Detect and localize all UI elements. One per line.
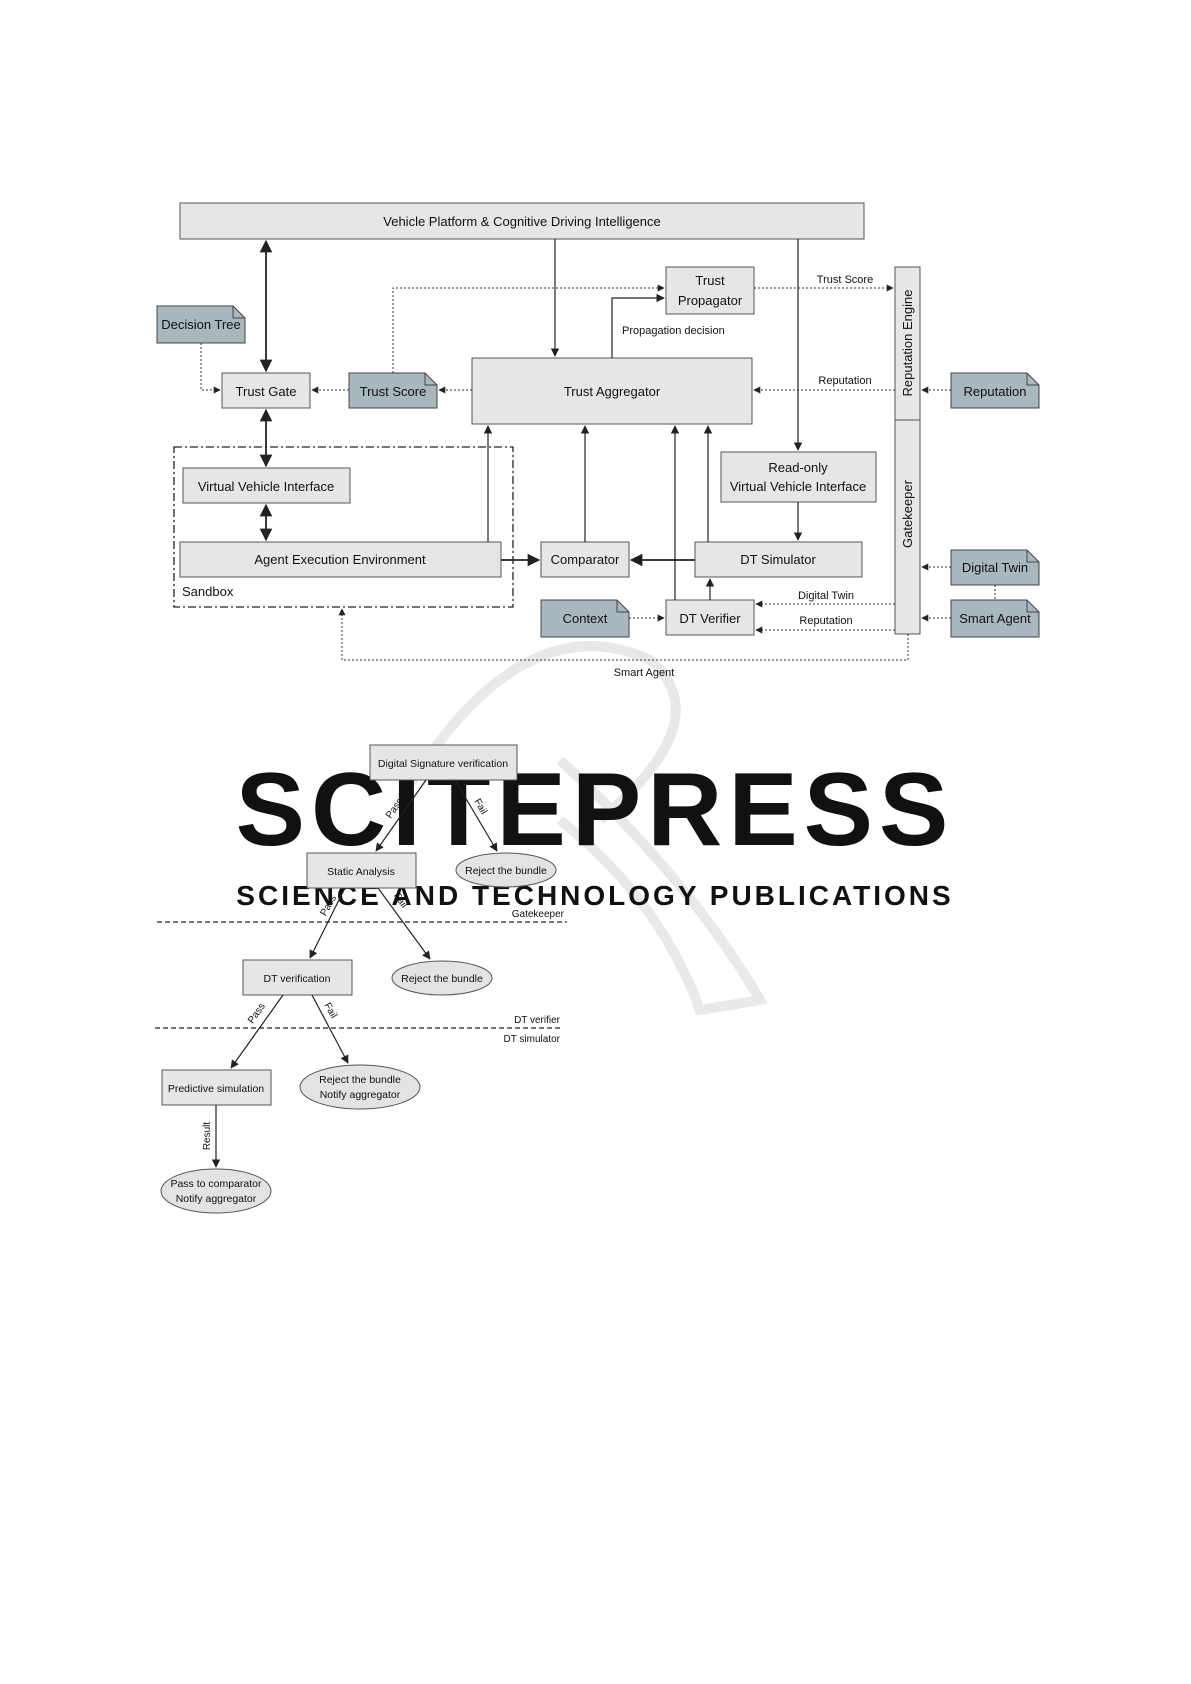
virtual-vehicle-interface-label: Virtual Vehicle Interface bbox=[198, 479, 334, 494]
decision-tree-label: Decision Tree bbox=[161, 317, 240, 332]
trust-propagator-label-2: Propagator bbox=[678, 293, 743, 308]
context-note-label: Context bbox=[563, 611, 608, 626]
dt-verifier-divider-label: DT verifier bbox=[514, 1015, 561, 1026]
digital-signature-box: Digital Signature verification bbox=[369, 744, 518, 781]
dt-simulator-divider-label: DT simulator bbox=[504, 1034, 561, 1045]
trust-gate-box: Trust Gate bbox=[221, 372, 311, 409]
trust-score-edge-label: Trust Score bbox=[817, 274, 873, 286]
reject-bundle-label-1: Reject the bundle bbox=[465, 865, 547, 877]
watermark-logo-icon bbox=[395, 641, 768, 1016]
decision-tree-note: Decision Tree bbox=[156, 305, 246, 344]
pass-comparator-oval: Pass to comparator Notify aggregator bbox=[160, 1168, 272, 1214]
agent-execution-environment-box: Agent Execution Environment bbox=[179, 541, 502, 578]
trust-propagator-label-1: Trust bbox=[695, 273, 725, 288]
reputation-engine-bar: Reputation Engine bbox=[894, 266, 921, 421]
reputation-verifier-edge-label: Reputation bbox=[799, 615, 852, 627]
architecture-diagram: Vehicle Platform & Cognitive Driving Int… bbox=[156, 202, 1040, 679]
trust-aggregator-label: Trust Aggregator bbox=[564, 384, 661, 399]
gatekeeper-divider-label: Gatekeeper bbox=[512, 909, 565, 920]
sandbox-region: Sandbox bbox=[173, 446, 514, 608]
pass-label-3: Pass bbox=[246, 1001, 268, 1026]
static-analysis-box: Static Analysis bbox=[306, 852, 417, 889]
digital-signature-label: Digital Signature verification bbox=[378, 758, 508, 770]
result-label: Result bbox=[202, 1122, 213, 1151]
predictive-simulation-box: Predictive simulation bbox=[161, 1069, 272, 1106]
reject-notify-oval: Reject the bundle Notify aggregator bbox=[299, 1064, 421, 1110]
propagation-decision-label: Propagation decision bbox=[622, 325, 725, 337]
gatekeeper-bar: Gatekeeper bbox=[894, 419, 921, 635]
dt-simulator-box: DT Simulator bbox=[694, 541, 863, 578]
digital-twin-note-label: Digital Twin bbox=[962, 560, 1028, 575]
dt-verification-label: DT verification bbox=[264, 973, 331, 985]
digital-twin-edge-label: Digital Twin bbox=[798, 590, 854, 602]
vehicle-platform-box: Vehicle Platform & Cognitive Driving Int… bbox=[179, 202, 865, 240]
pass-comparator-label-1: Pass to comparator bbox=[170, 1178, 262, 1190]
reject-bundle-label-2: Reject the bundle bbox=[401, 973, 483, 985]
smart-agent-edge-label: Smart Agent bbox=[614, 667, 675, 679]
fail-label-2: Fail bbox=[391, 891, 409, 911]
reputation-note-label: Reputation bbox=[964, 384, 1027, 399]
trust-score-label: Trust Score bbox=[360, 384, 427, 399]
architecture-connectors bbox=[200, 239, 996, 661]
reject-bundle-oval-2: Reject the bundle bbox=[391, 960, 493, 996]
agent-execution-environment-label: Agent Execution Environment bbox=[254, 552, 426, 567]
pass-comparator-label-2: Notify aggregator bbox=[176, 1193, 257, 1205]
static-analysis-label: Static Analysis bbox=[327, 866, 395, 878]
context-note: Context bbox=[540, 599, 630, 638]
comparator-box: Comparator bbox=[540, 541, 630, 578]
read-only-label-2: Virtual Vehicle Interface bbox=[730, 479, 866, 494]
reputation-engine-label: Reputation Engine bbox=[900, 290, 915, 397]
flowchart-arrows bbox=[211, 779, 498, 1168]
smart-agent-note-label: Smart Agent bbox=[959, 611, 1031, 626]
verification-flowchart: Digital Signature verification Static An… bbox=[155, 744, 567, 1214]
comparator-label: Comparator bbox=[551, 552, 620, 567]
reject-bundle-oval-1: Reject the bundle bbox=[455, 852, 557, 888]
digital-twin-note: Digital Twin bbox=[950, 549, 1040, 586]
dt-verifier-label: DT Verifier bbox=[679, 611, 741, 626]
trust-gate-label: Trust Gate bbox=[236, 384, 297, 399]
reject-notify-label-1: Reject the bundle bbox=[319, 1074, 401, 1086]
read-only-label-1: Read-only bbox=[768, 460, 828, 475]
gatekeeper-label: Gatekeeper bbox=[900, 479, 915, 548]
predictive-simulation-label: Predictive simulation bbox=[168, 1083, 264, 1095]
reject-notify-label-2: Notify aggregator bbox=[320, 1089, 401, 1101]
trust-propagator-box: Trust Propagator bbox=[665, 266, 755, 315]
virtual-vehicle-interface-box: Virtual Vehicle Interface bbox=[182, 467, 351, 504]
smart-agent-note: Smart Agent bbox=[950, 599, 1040, 638]
read-only-interface-box: Read-only Virtual Vehicle Interface bbox=[720, 451, 877, 503]
dt-simulator-label: DT Simulator bbox=[740, 552, 816, 567]
sandbox-label: Sandbox bbox=[182, 584, 234, 599]
reputation-edge-label: Reputation bbox=[818, 375, 871, 387]
watermark-main-text: SCITEPRESS bbox=[236, 752, 955, 868]
trust-aggregator-box: Trust Aggregator bbox=[471, 357, 753, 425]
pass-label-1: Pass bbox=[384, 796, 406, 821]
trust-score-note: Trust Score bbox=[348, 372, 438, 409]
fail-label-1: Fail bbox=[471, 797, 489, 816]
vehicle-platform-label: Vehicle Platform & Cognitive Driving Int… bbox=[383, 214, 660, 229]
dt-verification-box: DT verification bbox=[242, 959, 353, 996]
dt-verifier-box: DT Verifier bbox=[665, 599, 755, 636]
reputation-note: Reputation bbox=[950, 372, 1040, 409]
